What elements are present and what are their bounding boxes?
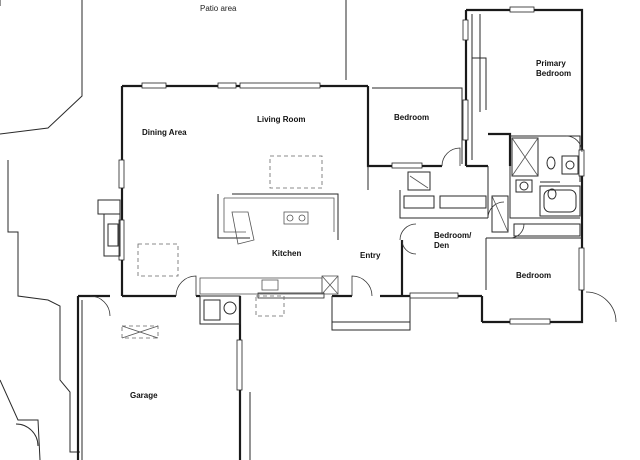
bathrooms <box>511 137 581 217</box>
label-patio: Patio area <box>200 4 237 13</box>
label-primary-line1: Primary <box>536 59 566 68</box>
garage <box>15 294 243 460</box>
windows <box>118 6 585 325</box>
label-living: Living Room <box>257 115 305 124</box>
entry-porch <box>331 296 411 331</box>
label-entry: Entry <box>360 251 381 260</box>
exterior-walls <box>120 8 584 324</box>
label-garage: Garage <box>130 391 158 400</box>
closets <box>403 171 581 237</box>
label-bedroom-1: Bedroom <box>394 113 429 122</box>
dashed-outlines <box>137 155 323 317</box>
label-bedroom-den-line2: Den <box>434 241 449 250</box>
label-bedroom-den-line1: Bedroom/ <box>434 231 472 240</box>
fireplace <box>97 199 121 257</box>
interior-walls <box>217 14 582 290</box>
kitchen-counters <box>199 197 339 295</box>
room-labels: Patio area Dining Area Living Room Bedro… <box>130 4 571 400</box>
label-bedroom-2: Bedroom <box>516 271 551 280</box>
label-dining: Dining Area <box>142 128 187 137</box>
label-primary-line2: Bedroom <box>536 69 571 78</box>
site-outline <box>0 0 347 460</box>
label-kitchen: Kitchen <box>272 249 301 258</box>
door-swings <box>175 135 617 323</box>
